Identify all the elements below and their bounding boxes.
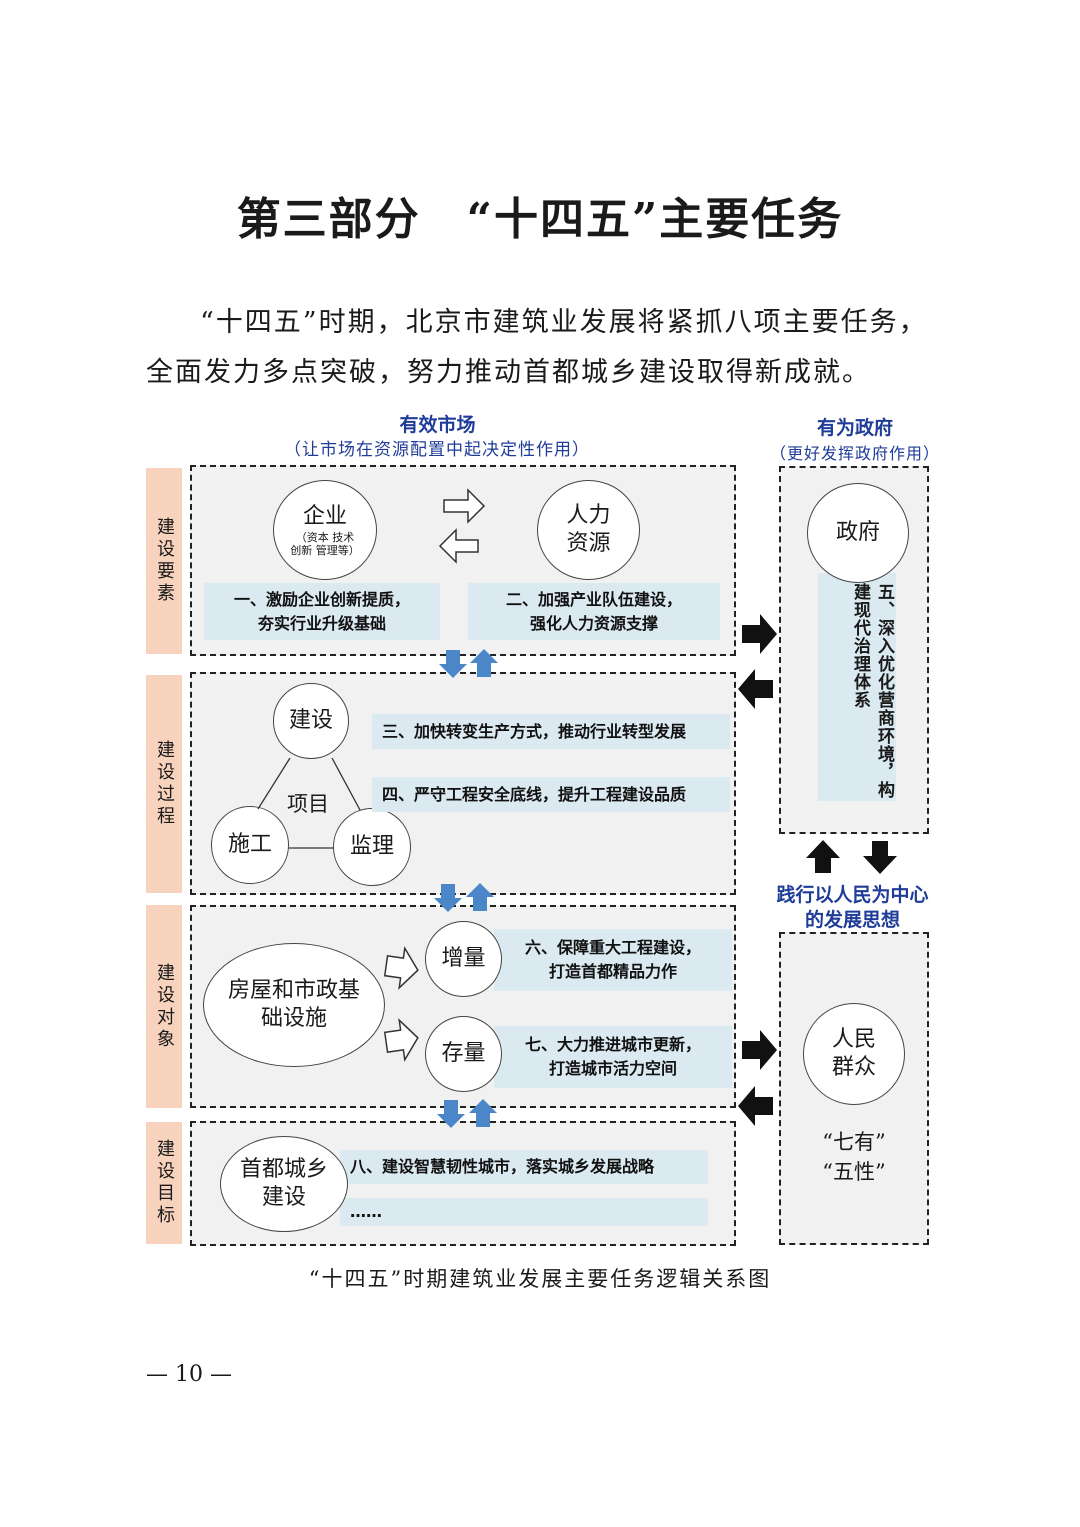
capital-construction-ellipse: 首都城乡 建设 [220, 1136, 348, 1232]
black-arrow-left-icon [738, 1086, 773, 1126]
stock-circle: 存量 [425, 1016, 502, 1092]
wuxing-label: “五性” [822, 1160, 886, 1184]
side-label-objects: 建设对象 [146, 905, 182, 1108]
blue-arrow-up-icon [466, 883, 494, 911]
intro-line-2: 全面发力多点突破，努力推动首都城乡建设取得新成就。 [146, 357, 871, 388]
diagram-caption: “十四五”时期建筑业发展主要任务逻辑关系图 [308, 1267, 772, 1291]
side-label-elements: 建设要素 [146, 468, 182, 654]
human-resources-label-2: 资源 [566, 531, 611, 556]
government-circle: 政府 [807, 483, 909, 583]
construction-circle: 建设 [273, 683, 349, 759]
task-3: 三、加快转变生产方式，推动行业转型发展 [372, 714, 730, 749]
outline-arrow-left-icon [438, 528, 479, 564]
task-4: 四、严守工程安全底线，提升工程建设品质 [372, 777, 730, 812]
outline-arrow-right-icon [443, 488, 486, 524]
capital-label-2: 建设 [261, 1185, 306, 1210]
supervision-circle: 监理 [333, 808, 411, 886]
blue-arrows-2 [434, 883, 494, 912]
capital-label-1: 首都城乡 [239, 1157, 328, 1182]
task-7: 七、大力推进城市更新， 打造城市活力空间 [494, 1026, 732, 1088]
blue-arrow-up-icon [470, 649, 498, 677]
people-centered-line-1: 践行以人民为中心 [776, 884, 929, 906]
enterprise-sub-2: 创新 管理等） [290, 544, 360, 557]
government-subheading: （更好发挥政府作用） [769, 444, 940, 463]
increment-circle: 增量 [425, 921, 502, 997]
task-1: 一、激励企业创新提质， 夯实行业升级基础 [204, 583, 440, 640]
construction-label: 建设 [288, 708, 333, 733]
task-7-line-1: 七、大力推进城市更新， [524, 1035, 701, 1054]
people-centered-line-2: 的发展思想 [804, 909, 900, 931]
blue-arrow-down-icon [439, 650, 467, 678]
enterprise-label: 企业 [302, 504, 347, 529]
human-resources-circle: 人力 资源 [537, 480, 640, 580]
housing-infrastructure-ellipse: 房屋和市政基 础设施 [203, 943, 385, 1067]
outline-arrow-stock-icon [383, 1018, 419, 1063]
market-subheading: （让市场在资源配置中起决定性作用） [284, 440, 590, 460]
enterprise-circle: 企业 （资本 技术 创新 管理等） [273, 480, 377, 580]
building-work-label: 施工 [227, 832, 272, 857]
task-5: 五、深入优化营商环境，构建现代治理体系 [818, 573, 896, 801]
black-arrow-left-icon [738, 669, 773, 709]
housing-label-1: 房屋和市政基 [227, 978, 360, 1003]
black-arrow-right-icon [742, 1030, 777, 1070]
blue-arrow-down-icon [434, 884, 462, 912]
supervision-label: 监理 [349, 834, 394, 859]
black-arrow-down-icon [863, 841, 897, 874]
people-label-2: 群众 [831, 1055, 876, 1080]
market-heading: 有效市场 [399, 414, 476, 436]
outline-arrow-increment-icon [383, 945, 419, 990]
side-label-goals: 建设目标 [146, 1122, 182, 1244]
government-heading: 有为政府 [816, 417, 893, 439]
housing-label-2: 础设施 [260, 1006, 327, 1031]
blue-arrows-1 [439, 649, 498, 678]
task-6-line-2: 打造首都精品力作 [548, 962, 677, 981]
task-6: 六、保障重大工程建设， 打造首都精品力作 [494, 929, 732, 991]
page-number: — 10 — [146, 1362, 232, 1387]
task-2-line-1: 二、加强产业队伍建设， [505, 589, 682, 609]
building-work-circle: 施工 [211, 806, 289, 884]
task-2: 二、加强产业队伍建设， 强化人力资源支撑 [468, 583, 720, 640]
government-label: 政府 [835, 520, 880, 545]
blue-arrows-3 [437, 1099, 497, 1128]
intro-line-1: “十四五”时期，北京市建筑业发展将紧抓八项主要任务， [200, 307, 928, 338]
human-resources-label-1: 人力 [566, 503, 611, 528]
task-1-line-2: 夯实行业升级基础 [257, 613, 386, 633]
stock-label: 存量 [441, 1041, 486, 1066]
people-circle: 人民 群众 [803, 1003, 905, 1105]
increment-label: 增量 [441, 946, 486, 971]
task-6-line-1: 六、保障重大工程建设， [524, 938, 701, 957]
blue-arrow-down-icon [437, 1100, 465, 1128]
task-2-line-2: 强化人力资源支撑 [529, 613, 658, 633]
black-arrows-government [738, 614, 777, 709]
black-arrows-people [738, 1030, 777, 1126]
enterprise-sub-1: （资本 技术 [295, 531, 355, 544]
people-label-1: 人民 [831, 1027, 876, 1052]
triangle-line-right [331, 757, 361, 811]
task-1-line-1: 一、激励企业创新提质， [233, 589, 410, 609]
black-arrow-up-icon [806, 840, 840, 873]
black-arrows-vertical [806, 840, 897, 874]
task-8: 八、建设智慧韧性城市，落实城乡发展战略 [340, 1150, 708, 1184]
project-label: 项目 [287, 792, 329, 816]
task-7-line-2: 打造城市活力空间 [548, 1059, 677, 1078]
triangle-line-left [257, 757, 291, 810]
black-arrow-right-icon [742, 614, 777, 654]
side-label-process: 建设过程 [146, 675, 182, 893]
page-title: 第三部分 “十四五”主要任务 [236, 194, 844, 245]
blue-arrow-up-icon [469, 1099, 497, 1127]
qiyou-label: “七有” [822, 1130, 886, 1154]
task-more: …… [340, 1198, 708, 1226]
